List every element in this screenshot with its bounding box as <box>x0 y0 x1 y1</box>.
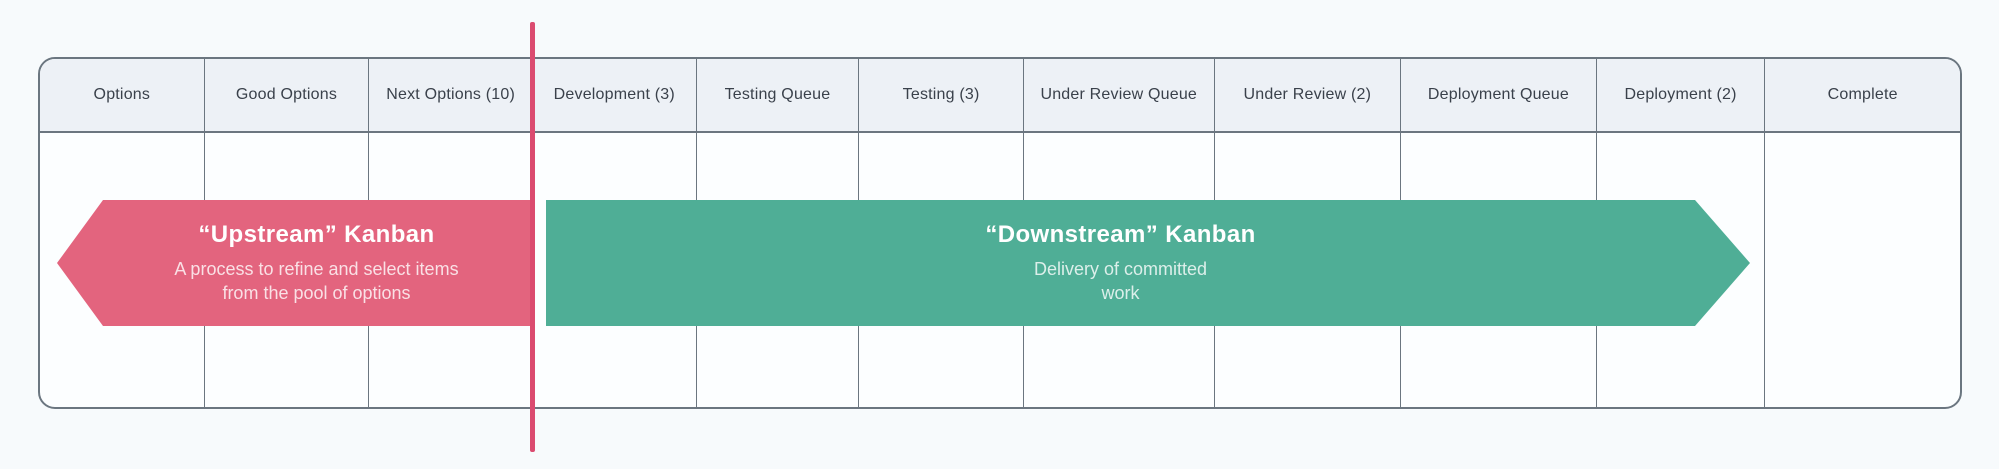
column-header-deployment: Deployment (2) <box>1597 59 1766 131</box>
upstream-subtitle-line-1: A process to refine and select items <box>174 259 459 280</box>
column-header-complete: Complete <box>1827 86 1898 103</box>
upstream-subtitle-line-2: from the pool of options <box>222 282 411 303</box>
column-header-under-review: Under Review (2) <box>1215 59 1402 131</box>
column-body-complete <box>1765 133 1960 407</box>
column-header-next-options: Next Options (10) <box>369 59 533 131</box>
downstream-kanban-banner: “Downstream” Kanban Delivery of committe… <box>546 200 1750 326</box>
column-header-testing: Testing (3) <box>859 59 1024 131</box>
column-header-under-review-queue: Under Review Queue <box>1024 59 1215 131</box>
downstream-banner-title: “Downstream” Kanban <box>985 221 1256 249</box>
downstream-banner-subtitle: Delivery of committed work <box>1034 258 1207 304</box>
downstream-subtitle-line-1: Delivery of committed <box>1033 259 1208 280</box>
upstream-banner-title: “Upstream” Kanban <box>198 221 435 249</box>
column-headers-row: Options Good Options Next Options (10) D… <box>40 59 1960 133</box>
column-header-development: Development (3) <box>533 59 697 131</box>
column-header-options: Options <box>40 59 205 131</box>
upstream-banner-subtitle: A process to refine and select items fro… <box>174 258 458 304</box>
downstream-subtitle-line-2: work <box>1101 282 1140 303</box>
column-header-good-options: Good Options <box>205 59 370 131</box>
commitment-point-line <box>530 22 535 452</box>
upstream-kanban-banner: “Upstream” Kanban A process to refine an… <box>57 200 530 326</box>
column-header-testing-queue: Testing Queue <box>697 59 860 131</box>
column-body-deployment <box>1597 133 1766 407</box>
column-header-deployment-queue: Deployment Queue <box>1401 59 1597 131</box>
